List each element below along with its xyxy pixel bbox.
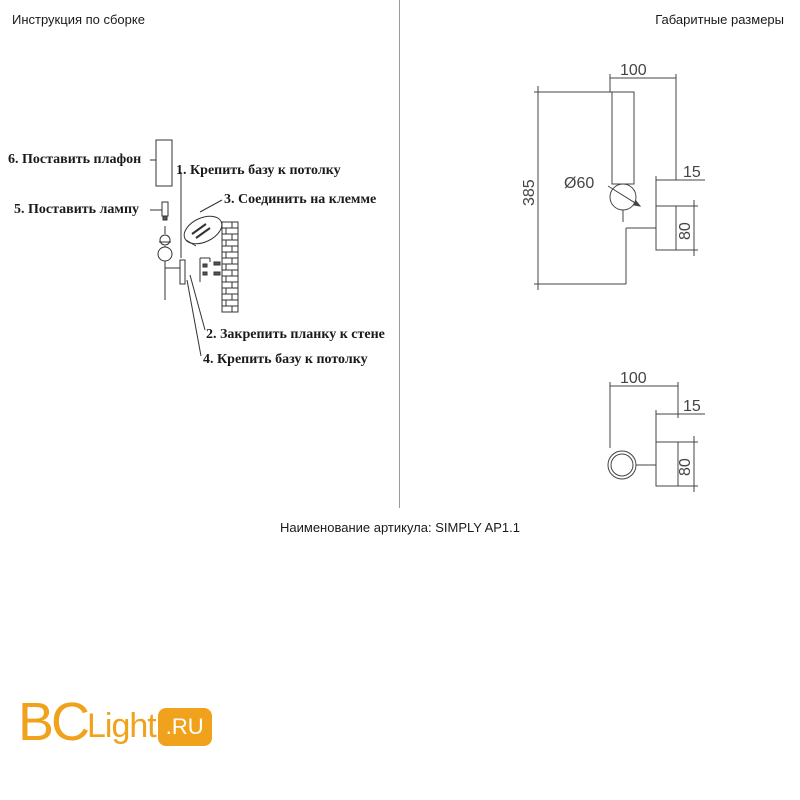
front-width-label: 100	[620, 62, 647, 79]
top-width-label: 100	[620, 370, 647, 387]
front-height-label: 385	[521, 179, 538, 206]
top-base-label: 80	[677, 458, 694, 476]
step-5-label: 5. Поставить лампу	[14, 202, 140, 217]
assembly-drawing	[150, 139, 239, 357]
section-divider	[399, 0, 400, 508]
logo-light: Light	[87, 707, 157, 745]
step-6-label: 6. Поставить плафон	[8, 152, 142, 167]
bclight-logo[interactable]: BCLight.RU	[18, 692, 212, 756]
dimensions-title: Габаритные размеры	[655, 12, 784, 27]
step-2-label: 2. Закрепить планку к стене	[206, 327, 385, 342]
step-4-label: 4. Крепить базу к потолку	[203, 352, 368, 367]
top-view	[607, 382, 705, 492]
top-offset-label: 15	[683, 398, 701, 415]
dimension-drawing: 100 Ø60 15 80 385 100 15 80	[521, 62, 705, 492]
assembly-title: Инструкция по сборке	[12, 12, 145, 27]
globe-diameter-label: Ø60	[564, 175, 594, 192]
logo-ru-badge: .RU	[157, 708, 212, 746]
front-view	[534, 74, 705, 290]
front-base-label: 80	[677, 222, 694, 240]
front-offset-label: 15	[683, 164, 701, 181]
step-3-label: 3. Соединить на клемме	[224, 192, 377, 207]
article-name: Наименование артикула: SIMPLY AP1.1	[280, 520, 520, 535]
brick-wall	[221, 221, 239, 313]
step-1-label: 1. Крепить базу к потолку	[176, 163, 341, 178]
logo-bc: BC	[18, 692, 90, 752]
